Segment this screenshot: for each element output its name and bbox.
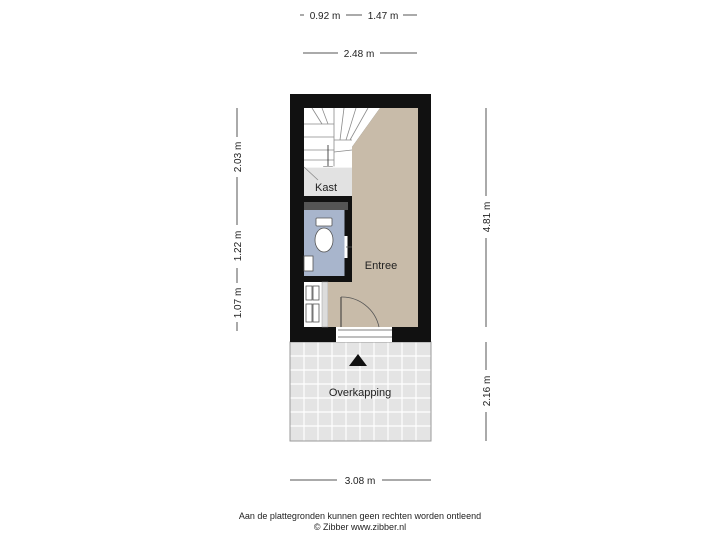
staircase [304, 107, 380, 173]
width-dimension: 2.48 m [303, 49, 417, 60]
dim-left-lower: 1.07 m [233, 288, 244, 319]
front-door [336, 296, 392, 342]
entree-floor [352, 108, 418, 327]
sink-icon [303, 255, 314, 272]
left-dimension-column: 2.03 m 1.22 m 1.07 m [233, 108, 244, 331]
kast-room: Kast [303, 166, 352, 196]
kast-label: Kast [315, 182, 337, 194]
toilet-room [303, 210, 352, 276]
entrance-arrow-icon [349, 354, 367, 366]
kast-toilet-wall [304, 196, 352, 202]
toilet-bottom-wall [304, 276, 352, 282]
right-dimension-column: 4.81 m 2.16 m [482, 108, 493, 441]
toilet-shelf [304, 202, 348, 210]
dim-top-right: 1.47 m [368, 11, 399, 22]
dim-right-main: 4.81 m [482, 202, 493, 233]
dim-left-middle: 1.22 m [233, 231, 244, 262]
dim-top-left: 0.92 m [310, 11, 341, 22]
top-dimension-row: 0.92 m 1.47 m [300, 11, 417, 22]
toilet-icon [314, 227, 334, 253]
dim-left-upper: 2.03 m [233, 142, 244, 173]
entree-label: Entree [365, 260, 397, 272]
footer: Aan de plattegronden kunnen geen rechten… [0, 511, 720, 533]
dim-right-lower: 2.16 m [482, 376, 493, 407]
toilet-cistern [315, 217, 333, 227]
entree-lower-left [328, 282, 352, 327]
dim-width: 2.48 m [344, 49, 375, 60]
meter-cupboard [304, 281, 329, 328]
dim-bottom: 3.08 m [345, 476, 376, 487]
bottom-dimension: 3.08 m [290, 476, 431, 487]
overkapping-label: Overkapping [329, 387, 391, 399]
footer-disclaimer: Aan de plattegronden kunnen geen rechten… [238, 511, 482, 521]
footer-credit: © Zibber www.zibber.nl [313, 522, 407, 532]
